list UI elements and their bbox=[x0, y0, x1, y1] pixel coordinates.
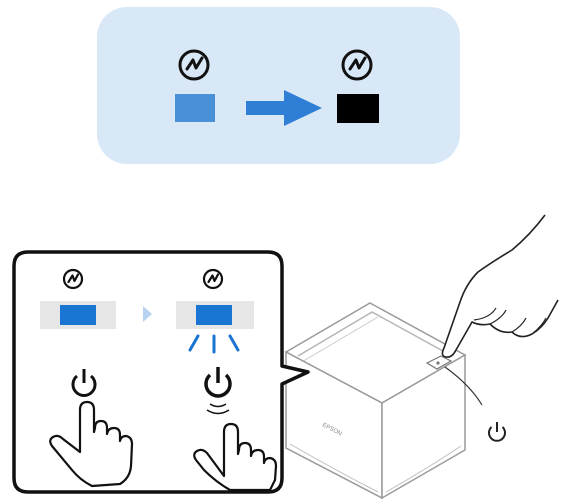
power-status-icon bbox=[341, 49, 373, 81]
callout-step-before bbox=[40, 268, 134, 488]
power-icon bbox=[204, 367, 232, 398]
callout-box bbox=[12, 250, 310, 494]
power-icon bbox=[71, 369, 97, 397]
power-icon bbox=[488, 422, 506, 442]
leader-line bbox=[444, 366, 483, 406]
hand-hover-icon bbox=[49, 400, 134, 488]
led-indicator-blue bbox=[60, 305, 96, 325]
led-indicator-blue bbox=[175, 94, 215, 122]
callout-step-after bbox=[176, 268, 278, 492]
led-indicator-blue bbox=[196, 305, 232, 325]
power-status-icon bbox=[178, 49, 210, 81]
top-panel bbox=[97, 7, 460, 164]
printer-side bbox=[381, 353, 466, 500]
pointing-hand-icon bbox=[441, 214, 559, 358]
right-arrow-icon bbox=[246, 90, 322, 126]
press-wave-icon bbox=[206, 403, 230, 415]
top-panel-background bbox=[97, 7, 460, 164]
led-indicator-off bbox=[337, 94, 379, 123]
small-triangle-right-icon bbox=[143, 306, 152, 322]
power-status-icon bbox=[202, 268, 224, 290]
led-glow-rays bbox=[188, 334, 240, 354]
hand-press-icon bbox=[193, 422, 278, 492]
printer-illustration: EPSON bbox=[284, 214, 559, 500]
power-status-icon bbox=[62, 268, 84, 290]
